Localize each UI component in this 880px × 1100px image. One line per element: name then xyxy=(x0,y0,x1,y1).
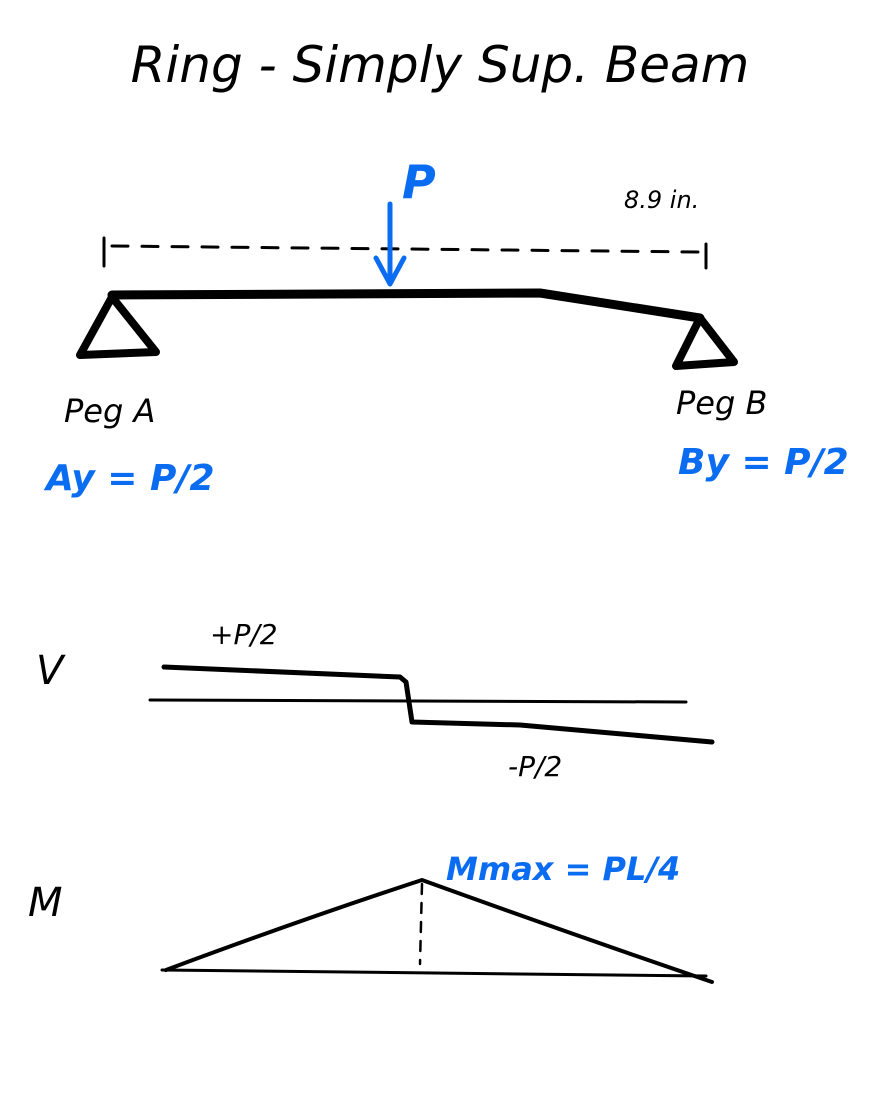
support-b-label: Peg B xyxy=(676,384,767,422)
load-arrowhead-icon xyxy=(373,255,407,287)
support-b: Peg B By = P/2 xyxy=(672,314,849,483)
support-a: Peg A Ay = P/2 xyxy=(43,293,215,499)
moment-baseline xyxy=(160,968,708,978)
pin-support-a-icon xyxy=(76,293,160,359)
shear-baseline xyxy=(148,698,688,704)
reaction-a-label: Ay = P/2 xyxy=(43,458,215,499)
moment-max-marker xyxy=(418,882,424,966)
shear-curve xyxy=(161,664,715,745)
moment-diagram: M Mmax = PL/4 xyxy=(28,850,714,984)
moment-axis-label: M xyxy=(28,880,63,926)
span-dashed-line xyxy=(110,244,702,254)
shear-positive-label: +P/2 xyxy=(210,618,278,651)
moment-max-label: Mmax = PL/4 xyxy=(446,850,680,888)
span-dimension: 8.9 in. xyxy=(102,186,708,270)
support-a-label: Peg A xyxy=(64,392,155,430)
pin-support-b-icon xyxy=(672,314,738,370)
span-length-label: 8.9 in. xyxy=(624,186,699,214)
point-load: P xyxy=(373,155,436,287)
diagram-title: Ring - Simply Sup. Beam xyxy=(131,36,750,94)
shear-diagram: V +P/2 -P/2 xyxy=(36,618,715,783)
load-label: P xyxy=(402,155,436,209)
shear-negative-label: -P/2 xyxy=(508,750,562,783)
shear-axis-label: V xyxy=(36,648,66,694)
reaction-b-label: By = P/2 xyxy=(678,442,849,483)
beam xyxy=(107,288,705,323)
moment-curve xyxy=(164,878,714,984)
